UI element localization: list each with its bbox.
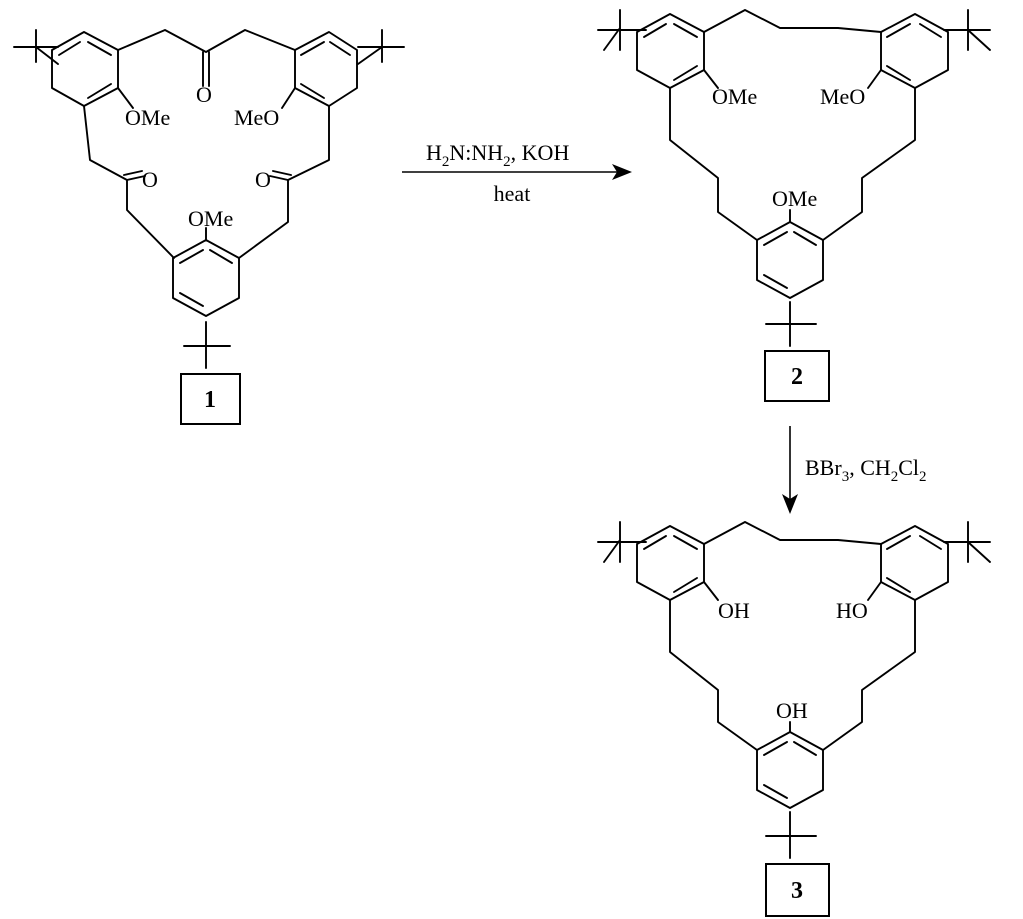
reaction-arrow-1 bbox=[402, 164, 632, 180]
compound-1-substituent-right: MeO bbox=[234, 105, 279, 130]
reaction-2-reagents: BBr3, CH2Cl2 bbox=[805, 455, 927, 485]
compound-1-label-box bbox=[180, 373, 241, 425]
compound-1-carbonyl-oxygen-left: O bbox=[142, 167, 158, 192]
compound-1-number: 1 bbox=[204, 387, 216, 413]
compound-2-substituent-right: MeO bbox=[820, 84, 865, 109]
compound-1-carbonyl-oxygen-right: O bbox=[255, 167, 271, 192]
compound-1-substituent-left: OMe bbox=[125, 105, 170, 130]
compound-2-number: 2 bbox=[791, 364, 803, 390]
compound-3-substituent-left: OH bbox=[718, 598, 750, 623]
reaction-1-reagents: H2N:NH2, KOH bbox=[426, 140, 569, 170]
compound-2-structure bbox=[597, 9, 991, 347]
compound-2-substituent-left: OMe bbox=[712, 84, 757, 109]
compound-2-substituent-bottom: OMe bbox=[772, 186, 817, 211]
compound-1-substituent-bottom: OMe bbox=[188, 206, 233, 231]
compound-2-label-box bbox=[764, 350, 830, 402]
compound-1-carbonyl-oxygen-top: O bbox=[196, 82, 212, 107]
compound-3-number: 3 bbox=[791, 878, 803, 904]
compound-3-label-box bbox=[765, 863, 830, 917]
compound-3-substituent-bottom: OH bbox=[776, 698, 808, 723]
compound-3-substituent-right: HO bbox=[836, 598, 868, 623]
reaction-arrow-2 bbox=[782, 426, 798, 514]
compound-1-structure bbox=[13, 29, 405, 369]
reaction-1-condition: heat bbox=[494, 181, 531, 206]
compound-3-structure bbox=[597, 521, 991, 859]
